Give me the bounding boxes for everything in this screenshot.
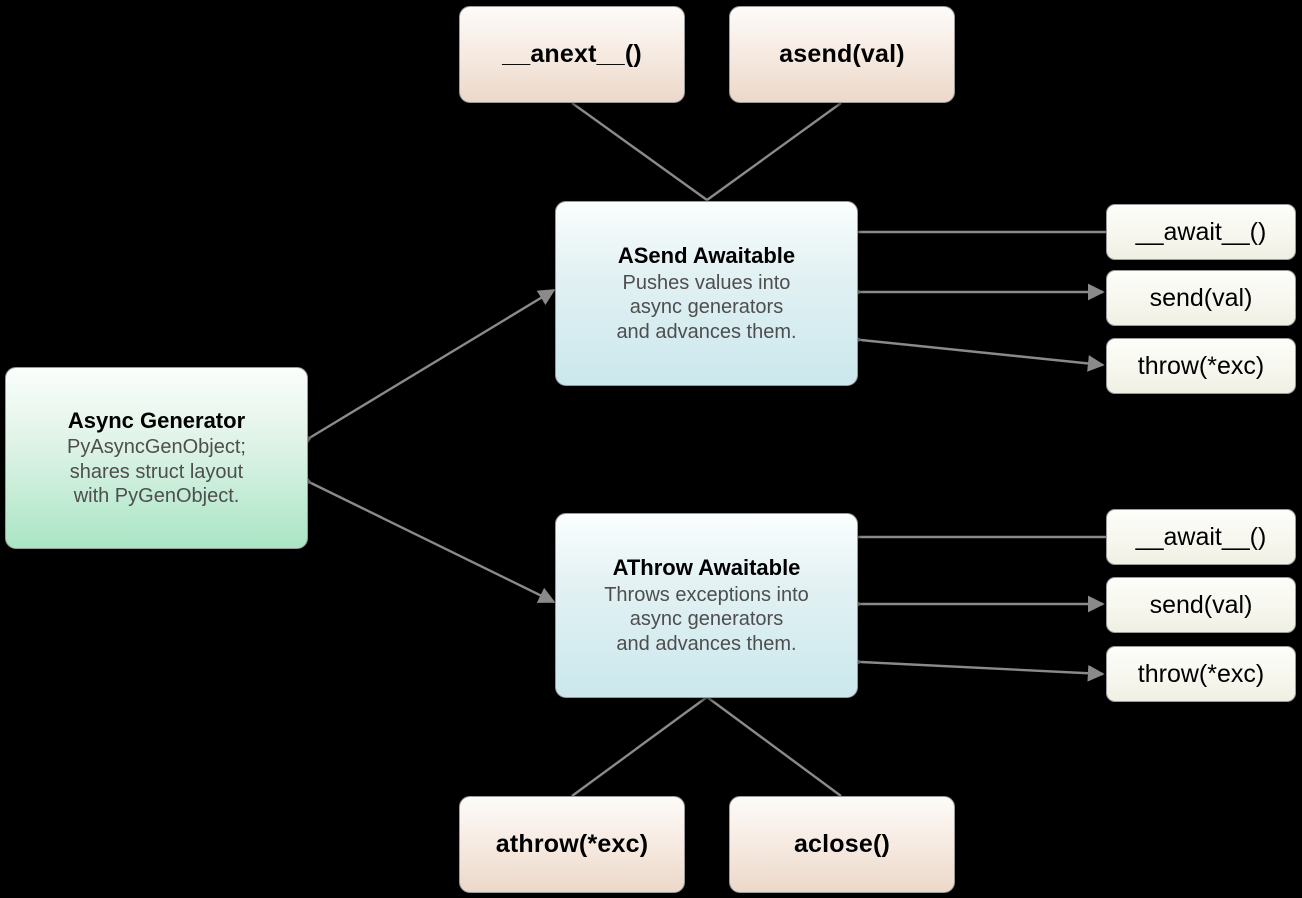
node-title: Async Generator: [67, 407, 246, 433]
method-box-anext[interactable]: __anext__(): [459, 6, 685, 103]
method-box-aclose[interactable]: aclose(): [729, 796, 955, 893]
edge-athrow-throw: [845, 652, 1105, 682]
node-title: ASend Awaitable: [617, 243, 796, 268]
asend-method-box-throw[interactable]: throw(*exc): [1106, 338, 1296, 394]
method-label: __await__(): [1135, 522, 1267, 551]
node-description: Pushes values into async generators and …: [616, 271, 797, 343]
method-label: athrow(*exc): [495, 830, 649, 858]
node-async-generator[interactable]: Async Generator PyAsyncGenObject; shares…: [5, 367, 308, 549]
method-label: send(val): [1149, 283, 1253, 312]
node-title: AThrow Awaitable: [612, 555, 801, 580]
method-label: throw(*exc): [1137, 351, 1265, 380]
node-description: PyAsyncGenObject; shares struct layout w…: [67, 436, 246, 508]
athrow-method-box-throw[interactable]: throw(*exc): [1106, 646, 1296, 702]
asend-method-box-send[interactable]: send(val): [1106, 270, 1296, 326]
node-description: Throws exceptions into async generators …: [604, 583, 809, 655]
edge-generator-athrow: [293, 468, 556, 604]
method-label: asend(val): [779, 40, 905, 68]
node-athrow-awaitable[interactable]: AThrow Awaitable Throws exceptions into …: [555, 513, 858, 698]
asend-method-box-await[interactable]: __await__(): [1106, 204, 1296, 260]
method-label: __await__(): [1135, 217, 1267, 246]
node-asend-awaitable[interactable]: ASend Awaitable Pushes values into async…: [555, 201, 858, 386]
athrow-method-box-send[interactable]: send(val): [1106, 577, 1296, 633]
method-label: __anext__(): [502, 40, 642, 68]
edge-athrow-call-to-athrow: [571, 696, 708, 797]
edge-asend-call-to-asend: [706, 102, 842, 201]
method-box-asend-call[interactable]: asend(val): [729, 6, 955, 103]
edge-asend-throw: [845, 330, 1105, 372]
method-box-athrow-call[interactable]: athrow(*exc): [459, 796, 685, 893]
edge-anext-to-asend: [571, 102, 708, 201]
athrow-method-box-await[interactable]: __await__(): [1106, 509, 1296, 565]
method-label: aclose(): [793, 830, 891, 858]
edge-aclose-to-athrow: [706, 696, 842, 797]
method-label: throw(*exc): [1137, 659, 1265, 688]
method-label: send(val): [1149, 590, 1253, 619]
edge-generator-asend: [293, 288, 556, 453]
